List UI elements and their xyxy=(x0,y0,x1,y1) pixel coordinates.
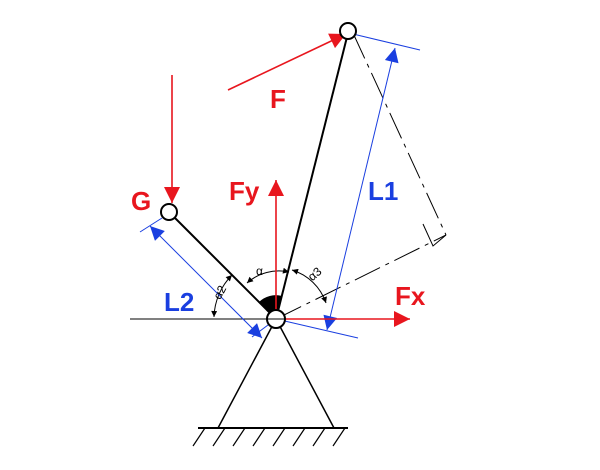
joint-top xyxy=(339,22,357,40)
label-alpha: α xyxy=(256,264,263,278)
label-g: G xyxy=(131,186,151,216)
dashed-construction-lines xyxy=(275,32,447,320)
label-fx: Fx xyxy=(395,281,426,311)
label-fy: Fy xyxy=(229,176,260,206)
joint-left xyxy=(160,203,178,221)
right-angle-marker xyxy=(422,223,447,247)
label-alpha3: α3 xyxy=(305,264,325,284)
label-alpha2: α2 xyxy=(210,283,229,302)
l2-dimension-line xyxy=(149,225,263,339)
ground-support xyxy=(192,427,348,447)
triangle-support xyxy=(217,318,335,429)
label-f: F xyxy=(270,84,286,114)
force-f-arrow xyxy=(227,33,347,91)
l1-dimension-line xyxy=(323,47,399,331)
label-l1: L1 xyxy=(368,176,398,206)
label-l2: L2 xyxy=(164,287,194,317)
